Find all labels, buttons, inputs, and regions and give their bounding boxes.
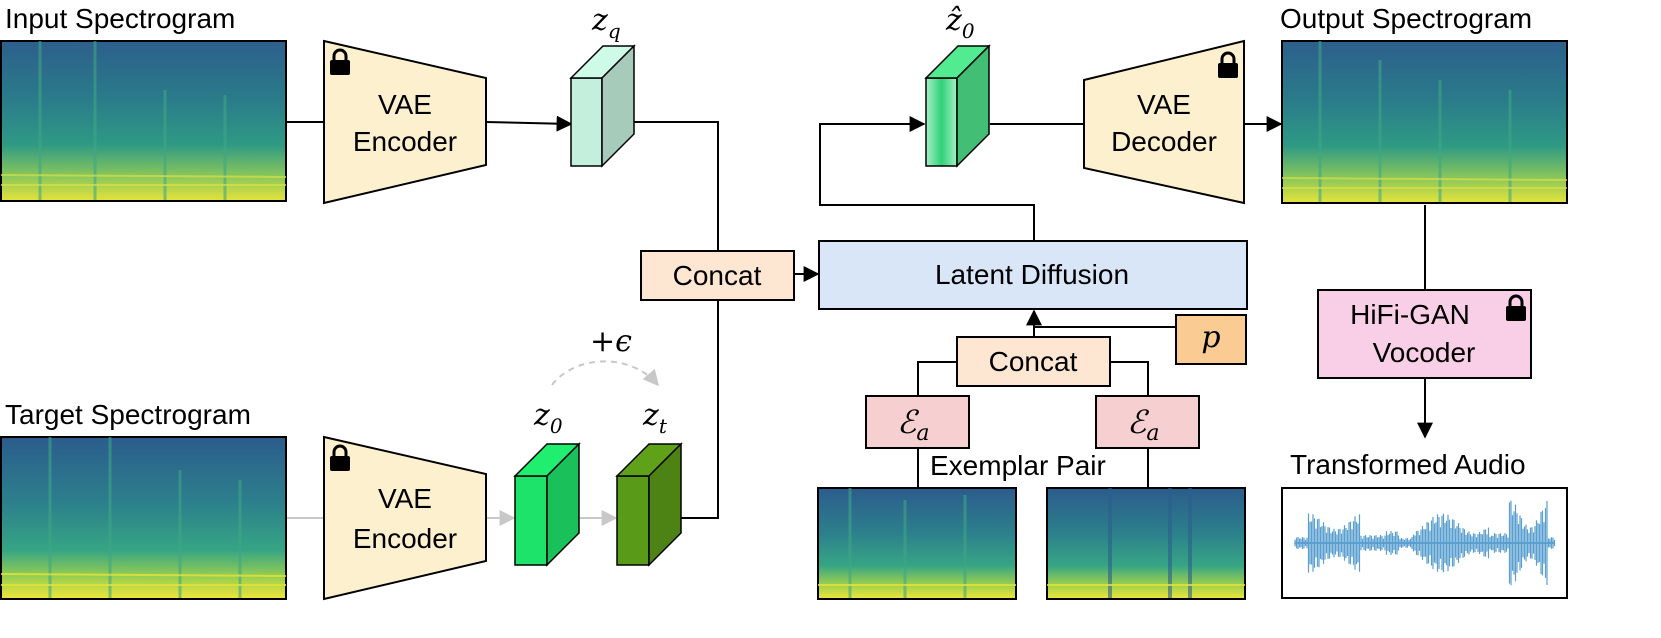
p-label: p	[1201, 320, 1220, 355]
audio-encoder-right-label: ℰa	[1127, 403, 1160, 446]
waveform	[1294, 500, 1556, 586]
audio-encoder-left: ℰa	[865, 395, 970, 449]
connectors	[287, 115, 1433, 526]
transformed-audio-label: Transformed Audio	[1290, 449, 1526, 480]
transformed-audio: Transformed Audio	[1281, 449, 1568, 599]
latent-zt: zt	[615, 398, 683, 567]
audio-encoder-left-label: ℰa	[897, 403, 930, 446]
input-spectrogram-label: Input Spectrogram	[5, 3, 235, 34]
vae-encoder-bottom-line1: VAE	[378, 483, 432, 514]
vae-encoder-top-line1: VAE	[378, 89, 432, 120]
latent-z0-hat-label: ẑ0	[945, 3, 975, 43]
exemplar-spectrogram-left	[817, 487, 1017, 600]
vae-encoder-bottom: VAE Encoder	[323, 435, 487, 601]
concat-left-box: Concat	[640, 250, 795, 301]
latent-zt-label: zt	[642, 398, 668, 438]
exemplar-pair-label: Exemplar Pair	[930, 450, 1106, 481]
vae-decoder: VAE Decoder	[1083, 39, 1245, 205]
latent-z0: z0	[513, 398, 581, 567]
p-box: p	[1175, 314, 1247, 365]
latent-diffusion-label: Latent Diffusion	[935, 259, 1129, 290]
vae-decoder-line1: VAE	[1137, 89, 1191, 120]
target-spectrogram: Target Spectrogram	[0, 399, 287, 600]
vae-encoder-top: VAE Encoder	[323, 39, 487, 205]
noise-label: +ϵ	[590, 324, 632, 359]
vae-encoder-top-line2: Encoder	[353, 126, 457, 157]
vocoder-line1: HiFi-GAN	[1350, 299, 1470, 330]
latent-zq-label: zq	[591, 3, 621, 43]
audio-encoder-right: ℰa	[1095, 395, 1200, 449]
concat-right-label: Concat	[989, 346, 1078, 377]
latent-z0-label: z0	[533, 398, 563, 438]
latent-z0-hat: ẑ0	[924, 3, 991, 168]
exemplar-spectrogram-right	[1046, 487, 1246, 600]
vae-decoder-line2: Decoder	[1111, 126, 1217, 157]
concat-left-label: Concat	[673, 260, 762, 291]
vae-encoder-bottom-line2: Encoder	[353, 523, 457, 554]
exemplar-pair: Exemplar Pair	[817, 450, 1246, 600]
vocoder-line2: Vocoder	[1373, 337, 1476, 368]
input-spectrogram: Input Spectrogram	[0, 3, 287, 202]
latent-diffusion-box: Latent Diffusion	[818, 240, 1248, 310]
output-spectrogram-label: Output Spectrogram	[1280, 3, 1532, 34]
concat-right-box: Concat	[956, 336, 1111, 387]
vocoder-box: HiFi-GAN Vocoder	[1317, 289, 1532, 379]
output-spectrogram: Output Spectrogram	[1280, 3, 1568, 204]
latent-zq: zq	[569, 3, 636, 168]
target-spectrogram-label: Target Spectrogram	[5, 399, 251, 430]
